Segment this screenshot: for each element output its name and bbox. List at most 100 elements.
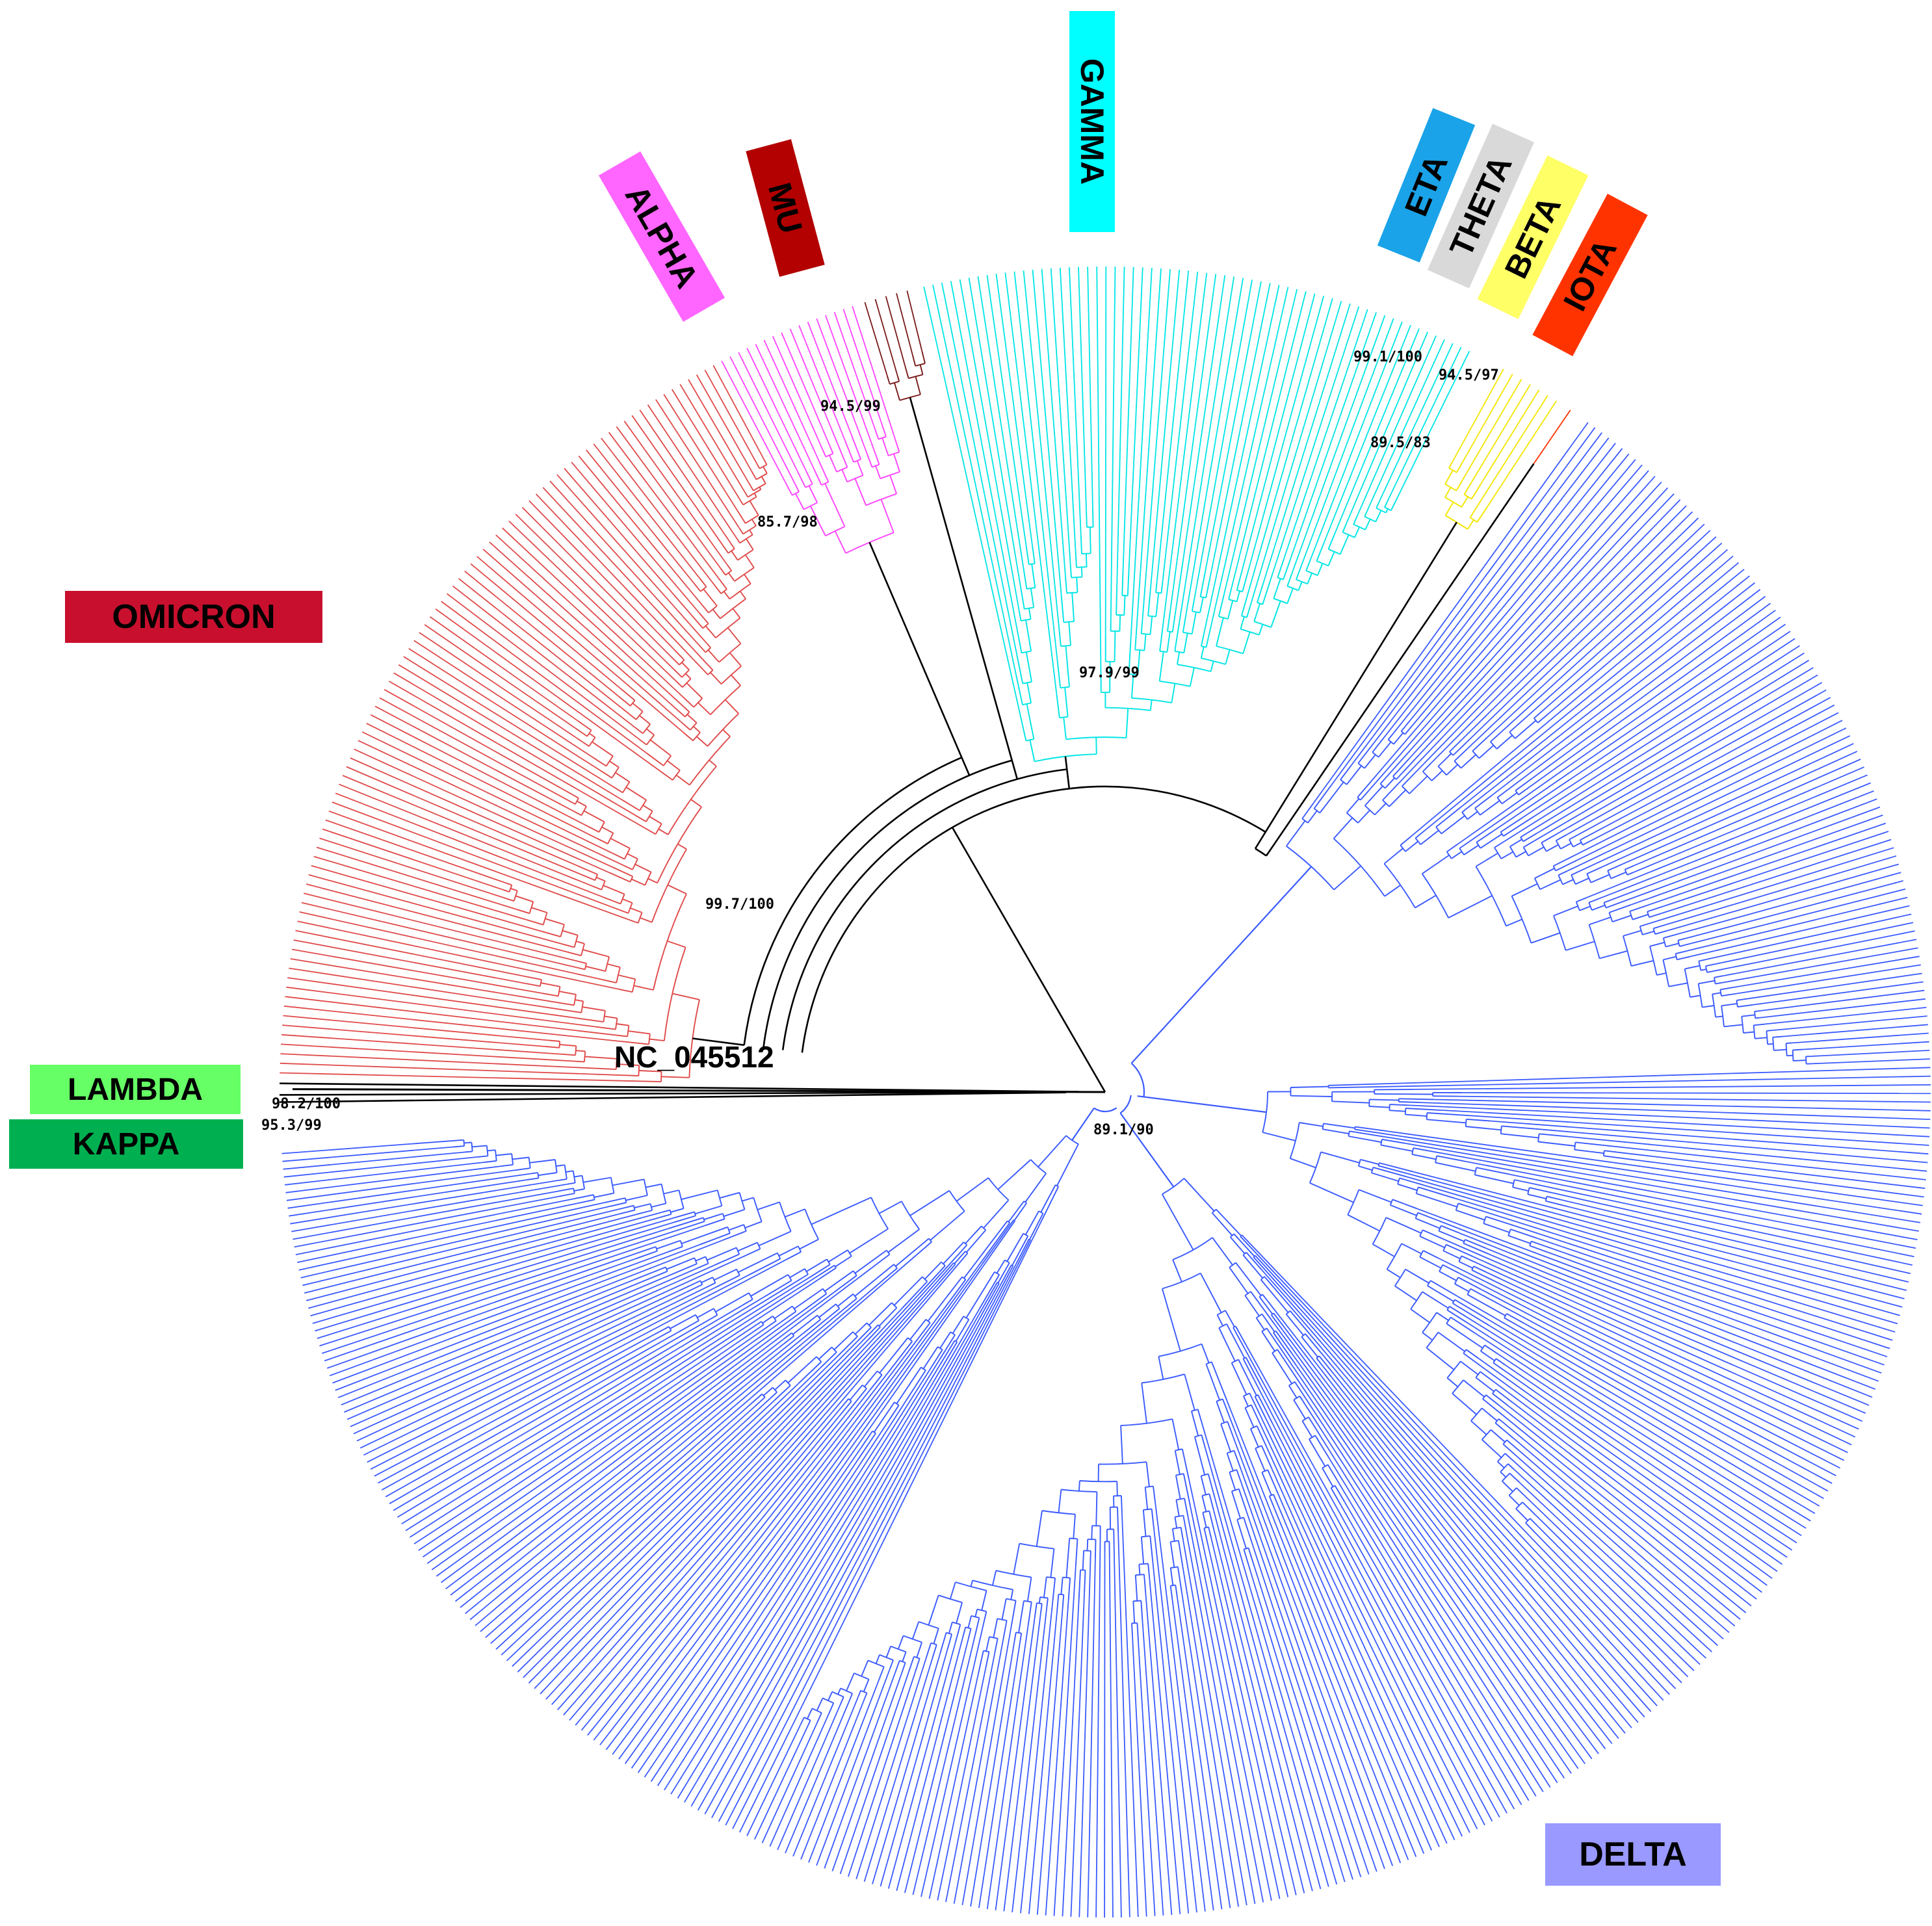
internal-branch	[527, 1177, 539, 1180]
leaf-branch	[1730, 964, 1921, 995]
internal-branch	[676, 1320, 699, 1334]
tree-branch-arc	[1218, 1323, 1227, 1329]
leaf-branch	[777, 1704, 841, 1851]
leaf-branch	[1524, 542, 1723, 719]
internal-branch	[1020, 588, 1025, 610]
internal-branch	[1286, 573, 1293, 587]
internal-branch	[1177, 1567, 1182, 1593]
internal-branch	[952, 1316, 965, 1334]
internal-branch	[635, 1250, 658, 1260]
internal-branch	[1385, 1217, 1422, 1234]
internal-branch	[696, 736, 709, 747]
internal-branch	[1260, 1445, 1271, 1466]
leaf-branch	[401, 1281, 796, 1525]
internal-branch	[981, 1590, 987, 1611]
tree-branch-arc	[845, 532, 894, 554]
internal-branch	[1301, 803, 1314, 820]
leaf-branch	[1283, 309, 1368, 560]
internal-branch	[1243, 1396, 1249, 1407]
leaf-branch	[1630, 814, 1883, 906]
leaf-branch	[1246, 298, 1333, 597]
internal-branch	[1381, 1138, 1406, 1144]
internal-branch	[1571, 865, 1593, 876]
internal-branch	[1457, 1203, 1486, 1213]
leaf-branch	[677, 1364, 941, 1799]
leaf-branch	[429, 616, 579, 722]
internal-branch	[690, 799, 702, 808]
internal-branch	[762, 1315, 774, 1324]
internal-branch	[937, 1264, 956, 1284]
internal-branch	[1396, 754, 1420, 780]
leaf-branch	[1185, 1530, 1256, 1905]
tree-branch-arc	[1404, 1108, 1407, 1115]
internal-branch	[618, 974, 636, 980]
internal-branch	[1202, 1512, 1207, 1528]
leaf-branch	[1256, 1407, 1463, 1837]
tree-branch-arc	[1465, 1119, 1467, 1127]
internal-branch	[612, 1178, 644, 1186]
tree-branch-arc	[643, 1179, 648, 1196]
leaf-branch	[1502, 1284, 1848, 1453]
internal-branch	[622, 898, 633, 904]
tree-branch-arc	[987, 1177, 1010, 1201]
internal-branch	[909, 1190, 950, 1217]
tree-branch-arc	[1454, 1277, 1459, 1284]
internal-branch	[1060, 1577, 1064, 1595]
internal-branch	[566, 790, 579, 799]
leaf-branch	[1810, 1050, 1930, 1057]
leaf-branch	[1472, 1256, 1859, 1430]
leaf-branch	[704, 1319, 980, 1815]
leaf-branch	[1312, 422, 1589, 805]
leaf-branch	[1686, 880, 1903, 939]
internal-branch	[1261, 1313, 1275, 1333]
leaf-branch	[1254, 1567, 1353, 1880]
internal-branch	[829, 445, 834, 454]
internal-branch	[638, 1246, 657, 1254]
leaf-branch	[1240, 1469, 1385, 1869]
internal-branch	[806, 1708, 813, 1719]
leaf-branch	[1182, 1565, 1239, 1907]
internal-branch	[559, 1188, 574, 1192]
internal-branch	[1415, 826, 1430, 839]
internal-branch	[722, 1230, 747, 1241]
internal-branch	[751, 1393, 763, 1403]
internal-branch	[722, 544, 729, 554]
tree-branch-arc	[1273, 597, 1288, 605]
leaf-branch	[1457, 1095, 1931, 1103]
internal-branch	[1241, 1234, 1277, 1271]
internal-branch	[1330, 1487, 1342, 1505]
internal-branch	[1125, 708, 1129, 738]
leaf-branch	[361, 731, 605, 850]
internal-branch	[854, 1264, 894, 1297]
internal-branch	[1299, 1122, 1324, 1127]
tree-branch-arc	[1772, 1037, 1775, 1050]
leaf-branch	[1277, 1493, 1433, 1851]
internal-branch	[1057, 619, 1062, 647]
internal-branch	[1290, 1158, 1316, 1169]
leaf-branch	[1492, 631, 1791, 832]
internal-branch	[724, 1208, 745, 1217]
internal-branch	[837, 445, 848, 468]
leaf-branch	[721, 360, 786, 483]
leaf-branch	[1791, 1032, 1929, 1044]
leaf-branch	[1505, 1364, 1788, 1558]
internal-branch	[693, 725, 701, 733]
leaf-branch	[1723, 939, 1917, 977]
internal-branch	[738, 512, 746, 524]
leaf-branch	[1332, 1372, 1626, 1734]
internal-branch	[1575, 1141, 1603, 1146]
root-label: NC_045512	[614, 1040, 774, 1074]
leaf-branch	[299, 911, 602, 980]
leaf-branch	[397, 1295, 766, 1518]
internal-branch	[1461, 1255, 1475, 1263]
internal-branch	[1378, 1165, 1403, 1173]
internal-branch	[1240, 616, 1245, 630]
internal-branch	[706, 643, 712, 649]
internal-branch	[1374, 803, 1387, 816]
tree-branch-arc	[1347, 1189, 1360, 1216]
internal-branch	[675, 1221, 705, 1232]
internal-branch	[1197, 1409, 1207, 1436]
internal-branch	[1132, 1601, 1136, 1624]
tree-branch-arc	[867, 1659, 885, 1668]
internal-branch	[618, 909, 629, 914]
